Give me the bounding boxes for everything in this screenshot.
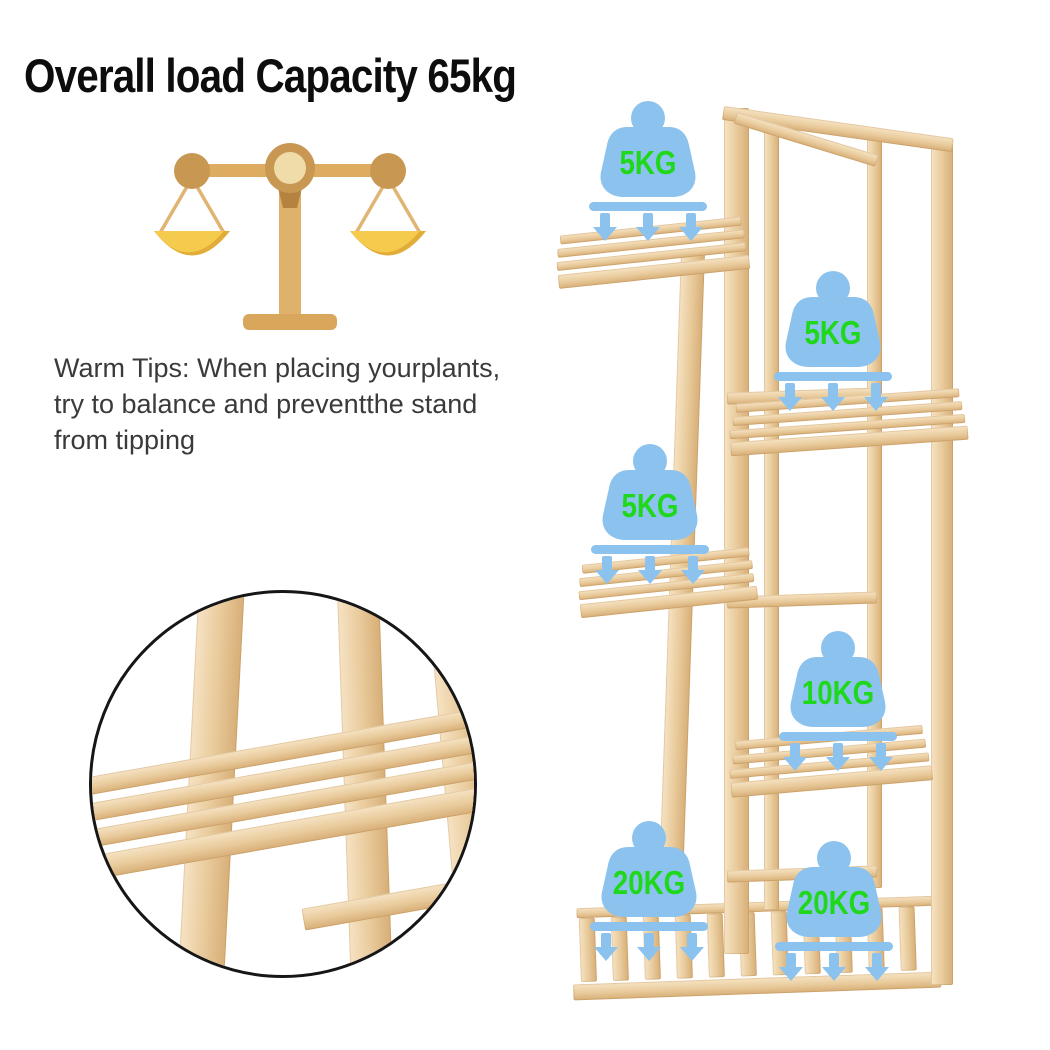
- post-front-right: [931, 142, 953, 985]
- load-badge-base-left: 20KG: [584, 820, 714, 962]
- load-badge-label: 5KG: [804, 314, 862, 351]
- load-badge-label: 20KG: [797, 884, 871, 921]
- weight-icon: [775, 841, 893, 981]
- load-badge-label: 5KG: [619, 144, 677, 181]
- weight-icon: [779, 631, 897, 771]
- load-badge-label: 20KG: [612, 864, 686, 901]
- detail-inset-circle: [89, 590, 477, 978]
- load-badge-base-right: 20KG: [769, 840, 899, 982]
- load-badge-tier-3: 5KG: [585, 443, 715, 585]
- weight-icon: [591, 444, 709, 584]
- load-badge-tier-2: 5KG: [768, 270, 898, 412]
- warm-tips-text: Warm Tips: When placing yourplants, try …: [54, 353, 501, 455]
- load-badge-tier-4: 10KG: [773, 630, 903, 772]
- base-slat: [898, 906, 917, 971]
- load-badge-label: 5KG: [621, 487, 679, 524]
- load-badge-label: 10KG: [801, 674, 875, 711]
- weight-icon: [589, 101, 707, 241]
- inset-shelf: [92, 707, 474, 910]
- page-title: Overall load Capacity 65kg: [24, 49, 517, 102]
- load-badge-tier-1: 5KG: [583, 100, 713, 242]
- balance-scale-icon: [154, 143, 426, 330]
- weight-icon: [590, 821, 708, 961]
- post-back-left: [764, 120, 779, 910]
- weight-icon: [774, 271, 892, 411]
